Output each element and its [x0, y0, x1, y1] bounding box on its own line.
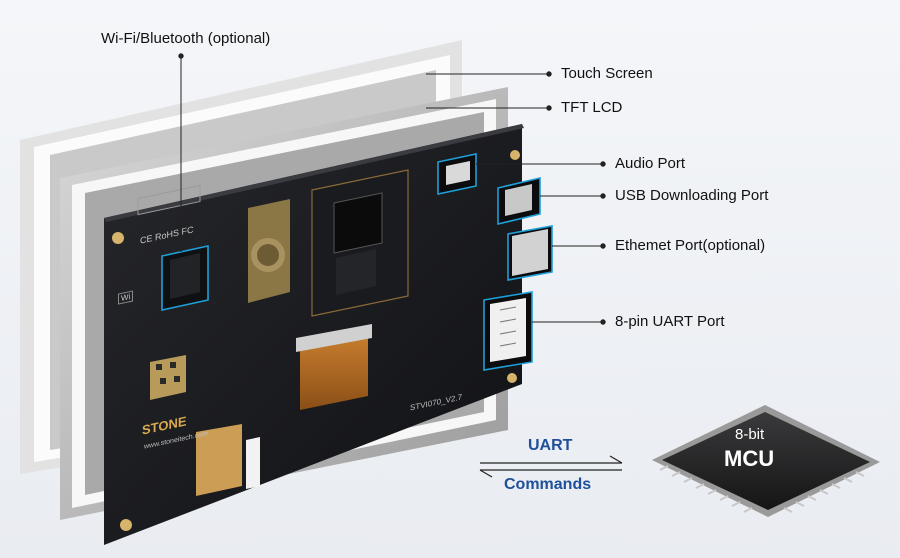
gold-pad: [196, 424, 242, 496]
battery-holder: [248, 199, 290, 303]
commands-arrow-label: Commands: [504, 476, 592, 493]
mounting-hole: [112, 232, 124, 244]
main-processor: [311, 169, 409, 317]
certification-marks: [137, 184, 201, 216]
uart-connector: [483, 291, 533, 371]
qr-code: [150, 355, 186, 400]
mounting-hole: [507, 373, 517, 383]
wifi-bluetooth-label: Wi-Fi/Bluetooth (optional): [101, 30, 271, 47]
usb-downloading-port-label: USB Downloading Port: [615, 187, 769, 204]
ethernet-connector: [507, 225, 553, 281]
ethernet-port-label: Ethemet Port(optional): [615, 237, 766, 254]
mounting-hole: [120, 519, 132, 531]
audio-connector: [437, 153, 477, 195]
mcu-name-label: MCU: [724, 446, 775, 471]
usb-connector: [497, 176, 541, 226]
mcu-chip: [652, 405, 880, 517]
audio-port-label: Audio Port: [615, 155, 686, 172]
wifi-module: [161, 245, 209, 311]
mcu-bits-label: 8-bit: [735, 426, 765, 443]
mounting-hole: [510, 150, 520, 160]
flex-cable: [296, 324, 372, 410]
pcb-board: [104, 124, 553, 545]
serial-sticker: [246, 437, 260, 489]
tft-lcd-label: TFT LCD: [561, 99, 623, 116]
touch-screen-label: Touch Screen: [561, 65, 653, 82]
uart-arrow-label: UART: [528, 437, 573, 454]
leader-lines: [178, 53, 606, 325]
uart-port-label: 8-pin UART Port: [615, 313, 725, 330]
uart-double-arrow: [479, 455, 623, 478]
